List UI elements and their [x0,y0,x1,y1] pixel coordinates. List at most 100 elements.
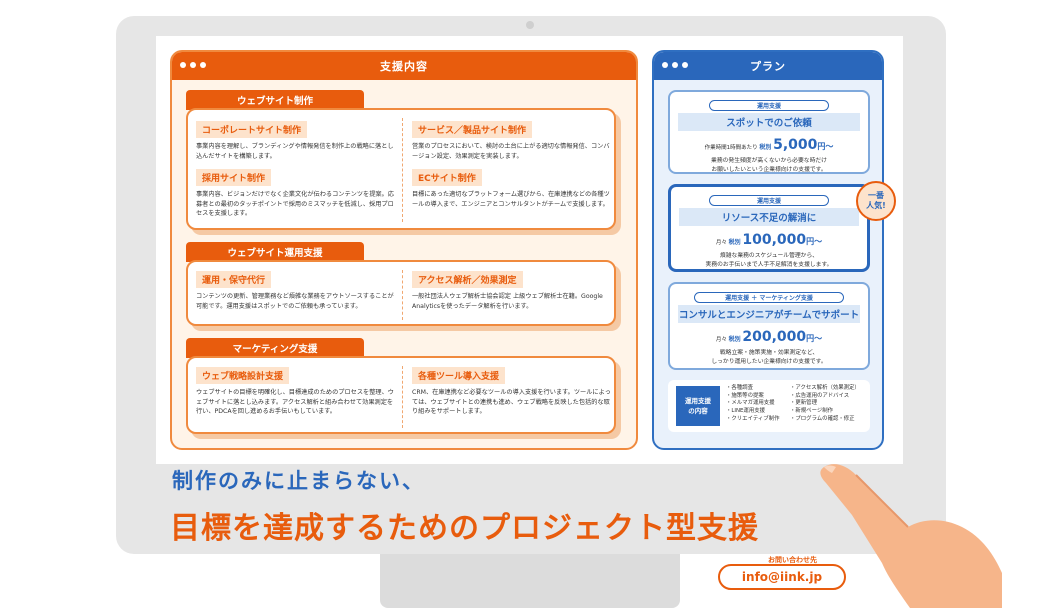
contact-email-button[interactable]: info@iink.jp [718,564,846,590]
service-text: 事業内容を理解し、ブランディングや情報発信を制作上の戦略に落とし込んだサイトを構… [196,143,394,160]
plan-price-unit: 円～ [817,142,834,151]
operation-list-item: ・LINE運用支援 [726,408,765,415]
service-title: コーポレートサイト制作 [196,121,308,138]
section-box: 運用・保守代行 コンテンツの更新、管理業務など煩雑な業務をアウトソースすることが… [186,260,616,326]
section-website-operation: ウェブサイト運用支援 運用・保守代行 コンテンツの更新、管理業務など煩雑な業務を… [186,242,616,332]
plan-price-prefix: 月々 [715,337,727,343]
main-headline: 目標を達成するためのプロジェクト型支援 [170,511,759,546]
plan-tag: 運用支援 [709,195,829,206]
operation-list-item: ・アクセス解析（効果測定） [790,385,860,391]
service-title: 採用サイト制作 [196,169,272,186]
service-item: 採用サイト制作 事業内容、ビジョンだけでなく企業文化が伝わるコンテンツを提案。応… [196,166,396,219]
plan-description-line: しっかり運用したい企業様向けの支援です。 [711,359,827,366]
support-panel: 支援内容 ウェブサイト制作 コーポレートサイト制作 事業内容を理解し、ブランディ… [170,50,638,450]
operation-list-item: ・クリエイティブ制作 [726,415,780,422]
service-text: CRM、在庫連携など必要なツールの導入支援を行います。ツールによっては、ウェブサ… [412,389,611,416]
divider [402,366,403,428]
popular-badge: 一番 人気! [856,181,896,221]
operation-list-item: ・各種調査 [726,385,753,391]
plan-price-amount: 5,000 [773,137,818,153]
service-item: ウェブ戦略設計支援 ウェブサイトの目標を明確化し、目標達成のためのプロセスを整理… [196,364,396,417]
plan-tag: 運用支援 [709,100,829,111]
support-panel-header: 支援内容 [172,52,636,80]
plan-card-resource: 運用支援 リソース不足の解消に 月々 税別 100,000円～ 煩雑な業務のスケ… [668,184,870,272]
plan-price-tax: 税別 [759,144,772,151]
plan-price-tax: 税別 [728,239,741,246]
plan-price-amount: 100,000 [742,232,807,248]
plan-price-unit: 円～ [806,334,823,343]
plan-price: 月々 税別 100,000円～ [671,232,867,248]
plan-description-line: 戦略立案・施策実施・効果測定など、 [719,350,819,356]
plan-description-line: お願いしたいという企業様向けの支援です。 [711,167,827,174]
operation-list-item: ・プログラムの確認・修正 [790,415,855,422]
divider [402,270,403,320]
plan-price-prefix: 作業時間1時間あたり [704,145,758,151]
plan-price-unit: 円～ [806,237,823,246]
plan-panel-title: プラン [750,60,786,73]
service-text: ウェブサイトの目標を明確化し、目標達成のためのプロセスを整理、ウェブサイトに落と… [196,389,394,416]
plan-price-prefix: 月々 [715,240,727,246]
monitor-chin [116,466,946,554]
service-item: アクセス解析／効果測定 一般社団法人ウェブ解析士協会認定 上級ウェブ解析士在籍。… [412,268,612,311]
operation-list-1: ・各種調査 ・施策等の提案 ・メルマガ運用支援 ・LINE運用支援 ・クリエイテ… [726,385,779,423]
plan-title: スポットでのご依頼 [678,113,860,131]
plan-price: 作業時間1時間あたり 税別 5,000円～ [670,137,868,153]
badge-line: 人気! [866,201,886,210]
operation-contents-label: 運用支援 の内容 [676,386,720,426]
section-tab: マーケティング支援 [186,338,364,358]
service-text: 目標にあった適切なプラットフォーム選びから、在庫連携などの各種ツールの導入まで、… [412,191,610,208]
section-tab: ウェブサイト運用支援 [186,242,364,262]
service-title: アクセス解析／効果測定 [412,271,523,288]
plan-title: リソース不足の解消に [679,208,859,226]
service-title: ECサイト制作 [412,169,482,186]
camera-dot [526,21,534,29]
plan-panel: プラン 運用支援 スポットでのご依頼 作業時間1時間あたり 税別 5,000円～… [652,50,884,450]
section-marketing: マーケティング支援 ウェブ戦略設計支援 ウェブサイトの目標を明確化し、目標達成の… [186,338,616,438]
monitor-stand [380,554,680,608]
plan-price: 月々 税別 200,000円～ [670,329,868,345]
operation-contents: 運用支援 の内容 ・各種調査 ・施策等の提案 ・メルマガ運用支援 ・LINE運用… [668,380,870,432]
plan-panel-header: プラン [654,52,882,80]
contact-label: お問い合わせ先 [768,556,817,564]
section-box: ウェブ戦略設計支援 ウェブサイトの目標を明確化し、目標達成のためのプロセスを整理… [186,356,616,434]
plan-description-line: 業務の発生頻度が高くないから必要な時だけ [711,158,827,164]
plan-description-line: 煩雑な業務のスケジュール管理から、 [719,253,819,259]
plan-description-line: 実務のお手伝いまで人手不足解消を支援します。 [705,262,833,269]
service-item: サービス／製品サイト制作 営業のプロセスにおいて、検討の土台に上がる適切な情報発… [412,118,612,161]
service-item: 各種ツール導入支援 CRM、在庫連携など必要なツールの導入支援を行います。ツール… [412,364,612,417]
divider [402,118,403,222]
service-text: コンテンツの更新、管理業務など煩雑な業務をアウトソースすることが可能です。運用支… [196,293,394,310]
operation-label-line: 運用支援 [685,396,711,405]
section-box: コーポレートサイト制作 事業内容を理解し、ブランディングや情報発信を制作上の戦略… [186,108,616,230]
operation-list-2: ・アクセス解析（効果測定） ・広告運用のアドバイス ・更新管理 ・新規ページ制作… [790,385,860,423]
service-item: ECサイト制作 目標にあった適切なプラットフォーム選びから、在庫連携などの各種ツ… [412,166,612,209]
plan-price-amount: 200,000 [742,329,807,345]
service-item: 運用・保守代行 コンテンツの更新、管理業務など煩雑な業務をアウトソースすることが… [196,268,396,311]
operation-label-line: の内容 [688,407,708,415]
operation-list-item: ・メルマガ運用支援 [726,400,775,407]
operation-list-item: ・広告運用のアドバイス [790,392,850,399]
plan-price-tax: 税別 [728,336,741,343]
service-title: 各種ツール導入支援 [412,367,506,384]
service-text: 事業内容、ビジョンだけでなく企業文化が伝わるコンテンツを提案。応募者との最初のタ… [196,191,394,218]
service-title: サービス／製品サイト制作 [412,121,533,138]
plan-card-team: 運用支援 ＋ マーケティング支援 コンサルとエンジニアがチームでサポート 月々 … [668,282,870,370]
service-title: 運用・保守代行 [196,271,272,288]
operation-list-item: ・新規ページ制作 [790,408,834,415]
pointing-hand-icon [820,464,1002,608]
section-tab: ウェブサイト制作 [186,90,364,110]
operation-list-item: ・施策等の提案 [726,392,764,399]
window-dots-icon [180,62,206,68]
service-item: コーポレートサイト制作 事業内容を理解し、ブランディングや情報発信を制作上の戦略… [196,118,396,161]
section-website-production: ウェブサイト制作 コーポレートサイト制作 事業内容を理解し、ブランディングや情報… [186,90,616,230]
service-title: ウェブ戦略設計支援 [196,367,290,384]
plan-description: 戦略立案・施策実施・効果測定など、 しっかり運用したい企業様向けの支援です。 [670,349,868,368]
operation-list-item: ・更新管理 [790,400,817,407]
plan-card-spot: 運用支援 スポットでのご依頼 作業時間1時間あたり 税別 5,000円～ 業務の… [668,90,870,174]
service-text: 営業のプロセスにおいて、検討の土台に上がる適切な情報発信、コンバージョン設定、効… [412,143,610,160]
support-panel-title: 支援内容 [380,60,428,73]
plan-title: コンサルとエンジニアがチームでサポート [678,305,860,323]
plan-tag: 運用支援 ＋ マーケティング支援 [694,292,844,303]
badge-line: 一番 [868,191,884,201]
